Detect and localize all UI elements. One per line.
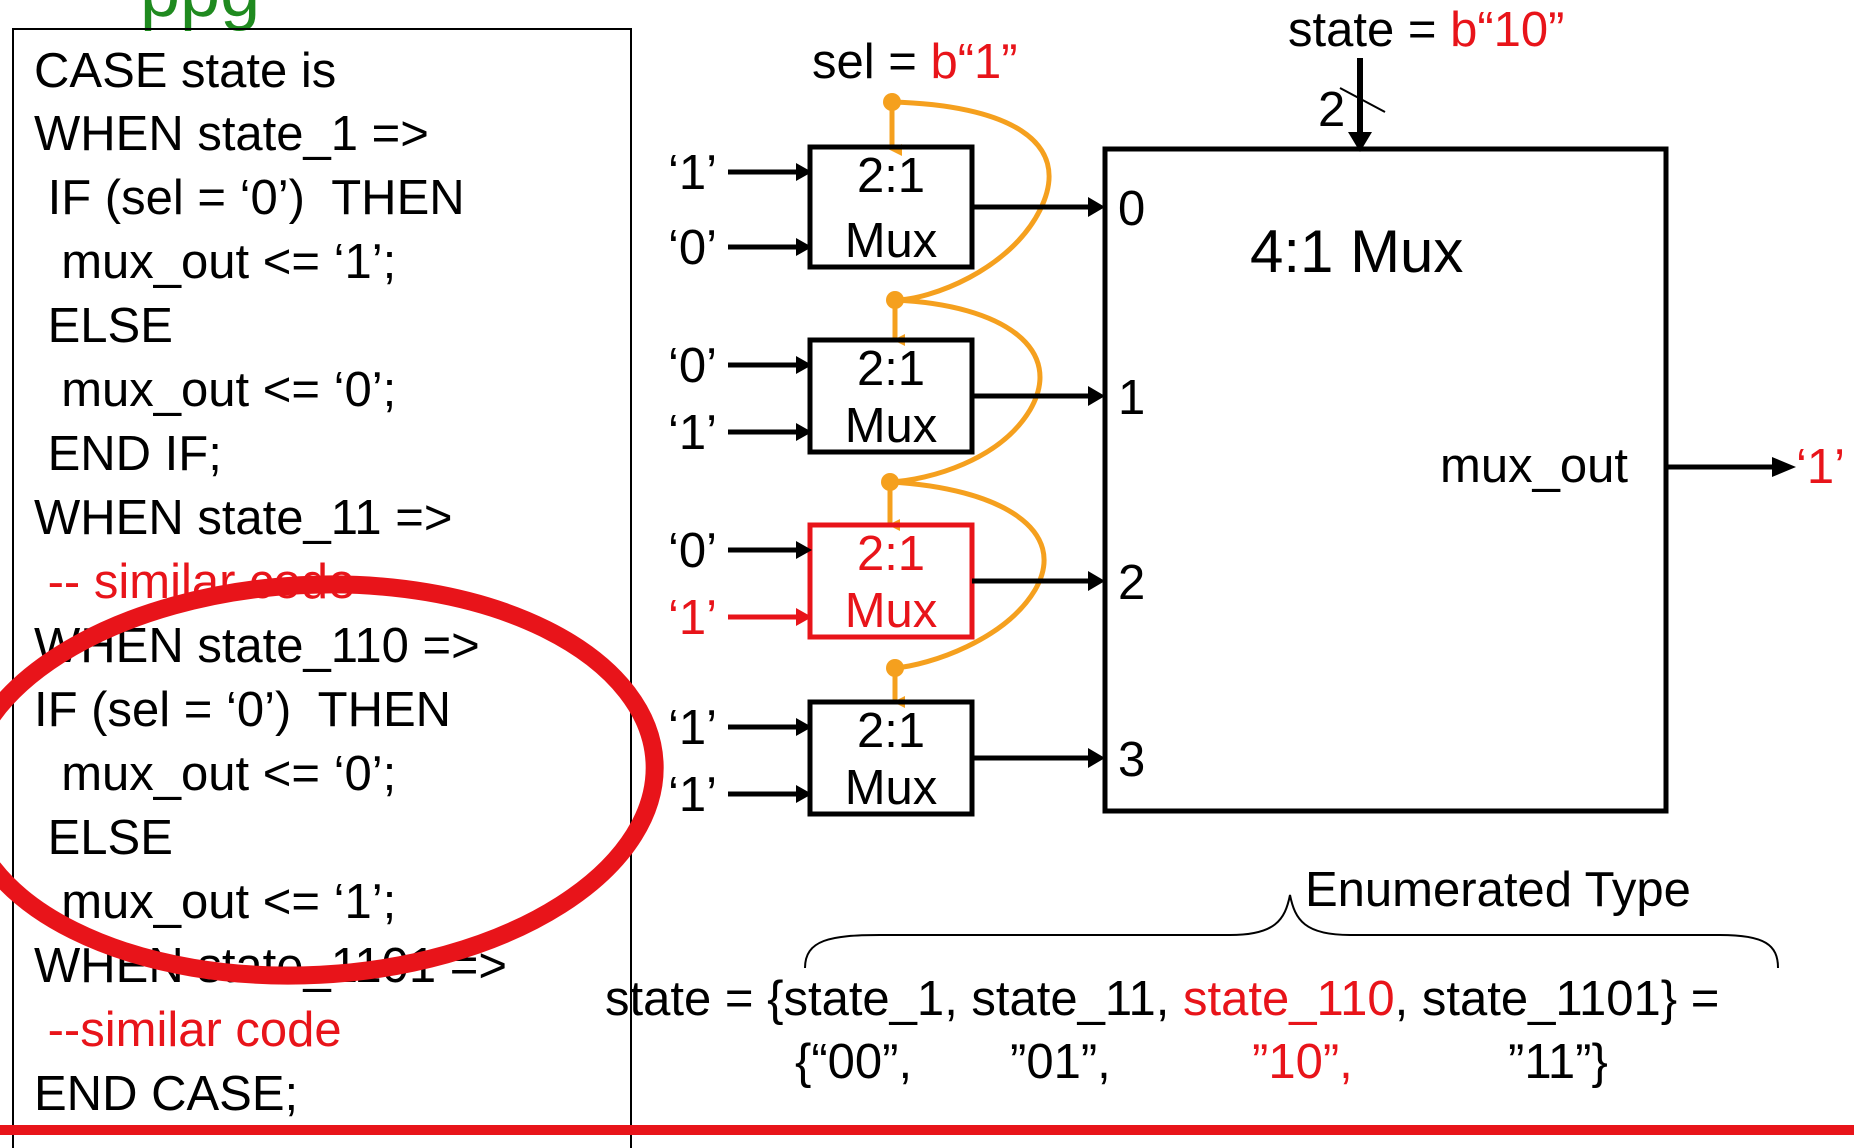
bus-width-label: 2 (1318, 83, 1345, 137)
big-mux-port-label: 3 (1118, 733, 1145, 787)
sel-wire (889, 99, 1052, 671)
small-mux-label-top: 2:1 (857, 149, 925, 203)
code-line: mux_out <= ‘1’; (34, 875, 397, 929)
mux-input-top-arrowhead (796, 163, 812, 181)
small-mux-label-bottom: Mux (845, 399, 938, 453)
code-line: -- similar code (34, 555, 356, 609)
big-mux-box (1102, 146, 1669, 814)
code-line: WHEN state_1 => (34, 107, 429, 161)
mux-input-top-value: ‘1’ (668, 701, 717, 755)
enum-item-4: state_1101 (1422, 972, 1661, 1026)
code-line: mux_out <= ‘0’; (34, 747, 397, 801)
mux-output-arrowhead (1088, 386, 1105, 406)
big-mux-port-label: 1 (1118, 371, 1145, 425)
enum-value-4: ”11”} (1508, 1035, 1608, 1089)
enum-line-1: state = {state_1, state_11, state_110, s… (605, 972, 1719, 1026)
mux-output-arrowhead (1088, 571, 1105, 591)
bottom-red-bar (0, 1125, 1854, 1135)
code-line: IF (sel = ‘0’) THEN (34, 171, 465, 225)
code-line: CASE state is (34, 44, 337, 98)
enum-sep-3: , (1395, 972, 1422, 1026)
output-arrowhead (1772, 457, 1796, 477)
big-mux-port-label: 0 (1118, 182, 1145, 236)
small-mux-group: 2:1Mux‘1’‘0’02:1Mux‘0’‘1’12:1Mux‘0’‘1’22… (668, 144, 1145, 822)
enum-item-1: state_1 (783, 972, 944, 1026)
mux-input-top-arrowhead (796, 356, 812, 374)
code-line: WHEN state_11 => (34, 491, 453, 545)
enum-value-1: {“00”, (795, 1035, 912, 1089)
mux-input-bottom-arrowhead (796, 238, 812, 256)
sel-label-text: sel = (812, 35, 930, 89)
state-bus-arrowhead (1348, 132, 1372, 152)
mux-input-top-value: ‘0’ (668, 524, 717, 578)
enumerated-type-label: Enumerated Type (1305, 863, 1691, 917)
mux-input-bottom-value: ‘1’ (668, 406, 717, 460)
enum-sep-1: , (944, 972, 971, 1026)
state-bus-slash (1339, 87, 1386, 113)
state-label: state = b“10” (1288, 3, 1564, 57)
mux-input-bottom-value: ‘1’ (668, 768, 717, 822)
mux-input-bottom-value: ‘0’ (668, 221, 717, 275)
code-line: ELSE (34, 299, 173, 353)
mux-output-arrowhead (1088, 748, 1105, 768)
code-line: IF (sel = ‘0’) THEN (34, 683, 452, 737)
mux-input-bottom-value: ‘1’ (668, 591, 717, 645)
small-mux-label-top: 2:1 (857, 704, 925, 758)
output-label: mux_out (1440, 439, 1628, 493)
sel-label: sel = b“1” (812, 35, 1018, 89)
slide-title-fragment: ppg (140, 0, 260, 28)
enum-item-3: state_110 (1183, 972, 1395, 1026)
mux-input-bottom-arrowhead (796, 608, 812, 626)
enum-item-2: state_11 (971, 972, 1155, 1026)
output-value: ‘1’ (1796, 440, 1845, 494)
enum-brace (804, 894, 1779, 969)
big-mux-label: 4:1 Mux (1250, 218, 1463, 285)
mux-output-arrowhead (1088, 197, 1105, 217)
small-mux-label-top: 2:1 (857, 342, 925, 396)
mux-input-top-arrowhead (796, 541, 812, 559)
enum-suffix: } = (1661, 972, 1720, 1026)
mux-input-top-value: ‘1’ (668, 146, 717, 200)
enum-prefix: state = { (605, 972, 783, 1026)
small-mux-label-bottom: Mux (845, 584, 938, 638)
mux-input-bottom-arrowhead (796, 785, 812, 803)
enum-value-3: ”10”, (1252, 1035, 1353, 1089)
code-line: --similar code (34, 1003, 342, 1057)
big-mux-port-label: 2 (1118, 556, 1145, 610)
mux-input-top-value: ‘0’ (668, 339, 717, 393)
code-line: mux_out <= ‘0’; (34, 363, 397, 417)
enum-sep-2: , (1156, 972, 1183, 1026)
code-line: ELSE (34, 811, 173, 865)
code-line: END IF; (34, 427, 222, 481)
code-line: mux_out <= ‘1’; (34, 235, 397, 289)
small-mux-label-top: 2:1 (857, 527, 925, 581)
mux-input-top-arrowhead (796, 718, 812, 736)
state-value: b“10” (1450, 3, 1564, 57)
mux-input-bottom-arrowhead (796, 423, 812, 441)
small-mux-label-bottom: Mux (845, 214, 938, 268)
code-line: END CASE; (34, 1067, 299, 1121)
state-label-text: state = (1288, 3, 1450, 57)
small-mux-label-bottom: Mux (845, 761, 938, 815)
sel-value: b“1” (930, 35, 1017, 89)
highlight-ellipse (0, 575, 664, 985)
enum-value-2: ”01”, (1010, 1035, 1111, 1089)
